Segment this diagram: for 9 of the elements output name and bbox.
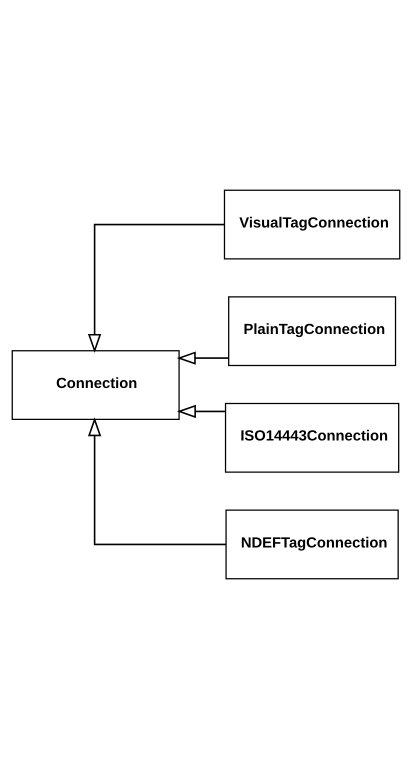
arrow <box>176 350 228 364</box>
arrow <box>176 404 226 418</box>
node-box: ISO14443Connection <box>224 402 400 472</box>
node-box: PlainTagConnection <box>228 296 396 366</box>
node-box: NDEFTagConnection <box>225 509 399 579</box>
arrow <box>88 416 226 545</box>
node-box: VisualTagConnection <box>224 189 400 259</box>
node-box: Connection <box>12 350 180 420</box>
arrow <box>88 223 224 352</box>
